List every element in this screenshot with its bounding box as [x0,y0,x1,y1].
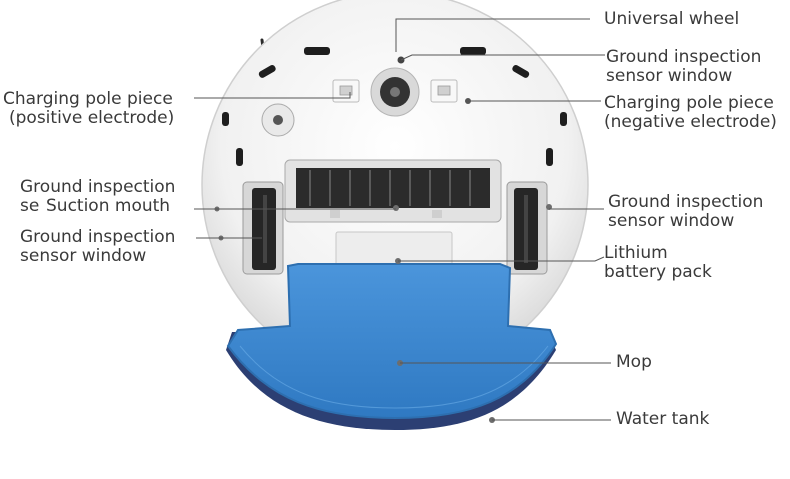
label-line: sensor window [20,247,175,266]
suction-mouth [285,160,501,222]
label-text: Water tank [616,410,709,429]
label-charging-negative: Charging pole piece (negative electrode) [604,94,777,132]
label-ground-sensor-top-right: Ground inspection sensor window [606,48,761,86]
label-ground-sensor-right: Ground inspection sensor window [608,193,763,231]
label-line: (positive electrode) [3,109,174,128]
label-text: Mop [616,353,652,372]
label-line: Ground inspection [20,178,175,197]
battery-cover [336,232,452,268]
label-mop: Mop [616,353,652,372]
label-line: Ground inspection [608,193,763,212]
label-line: Charging pole piece [604,94,777,113]
label-text: Suction mouth [46,197,170,216]
label-line: sensor window [608,212,763,231]
universal-wheel [371,68,419,116]
left-wheel [243,182,283,274]
label-line: Charging pole piece [3,90,174,109]
label-line: Ground inspection [606,48,761,67]
label-water-tank: Water tank [616,410,709,429]
label-line: Ground inspection [20,228,175,247]
label-universal-wheel: Universal wheel [604,10,739,29]
label-charging-positive: Charging pole piece (positive electrode) [3,90,174,128]
label-ground-sensor-left-lower: Ground inspection sensor window [20,228,175,266]
label-text: Universal wheel [604,10,739,29]
label-line: (negative electrode) [604,113,777,132]
label-line: battery pack [604,263,712,282]
label-battery-pack: Lithium battery pack [604,244,712,282]
label-line: Lithium [604,244,712,263]
right-wheel [507,182,547,274]
label-suction-mouth: Suction mouth [46,197,172,216]
label-line: sensor window [606,67,761,86]
